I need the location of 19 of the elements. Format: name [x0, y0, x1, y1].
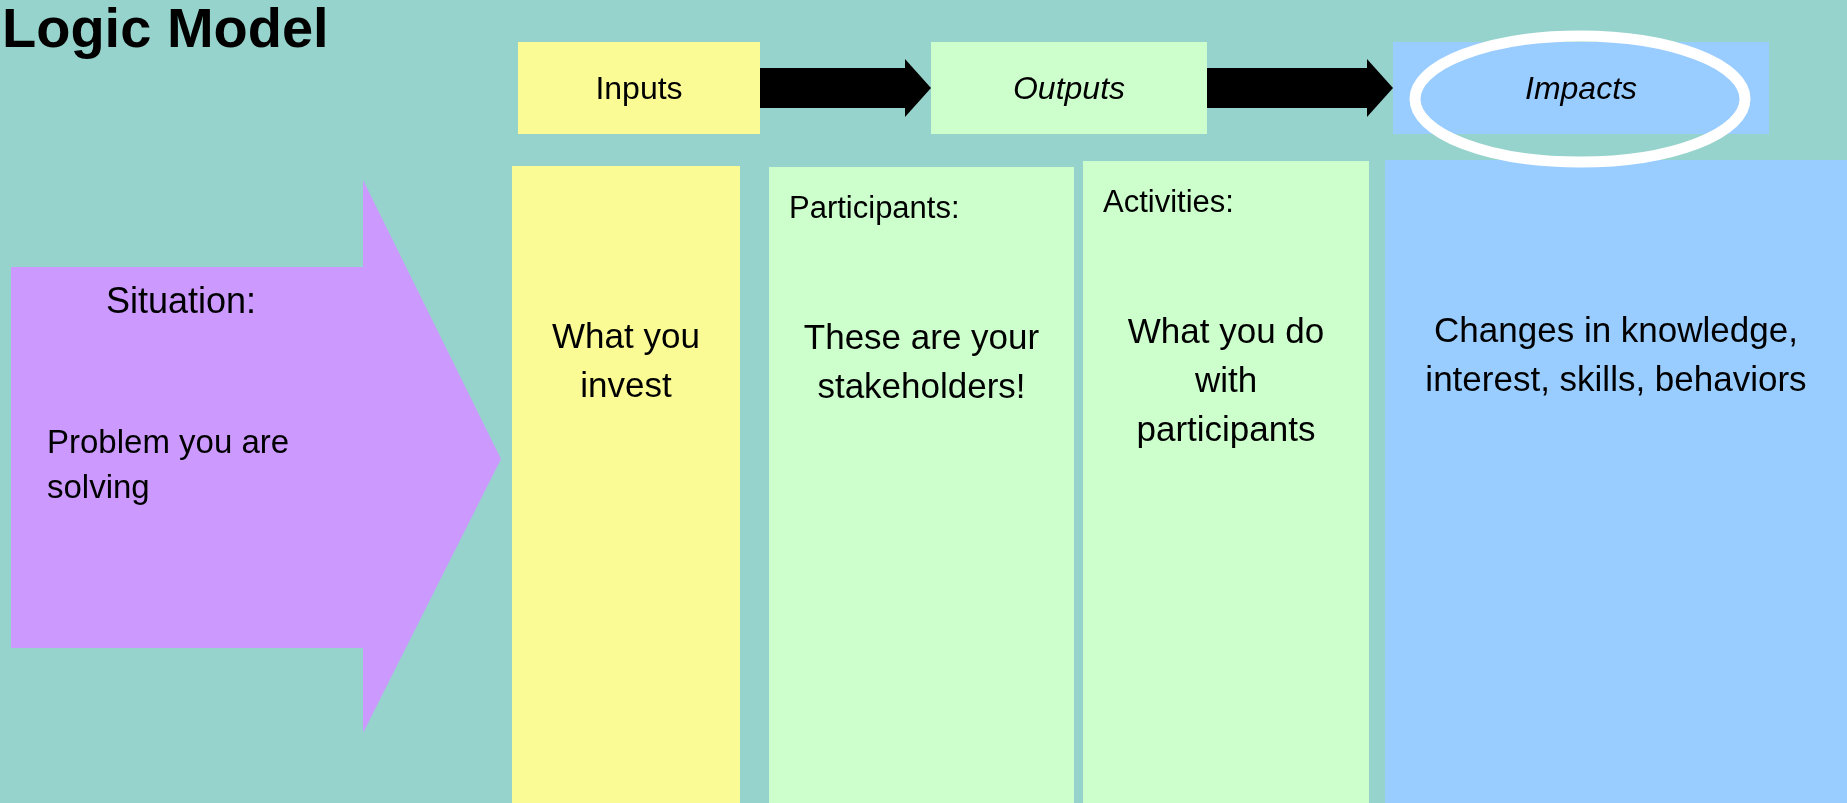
column-heading: Participants: [789, 189, 960, 227]
arrow [760, 59, 931, 117]
header-label: Impacts [1525, 69, 1637, 108]
situation-heading: Situation: [106, 279, 257, 323]
stage-column [1083, 161, 1369, 803]
header-label: Inputs [595, 69, 683, 108]
situation-description: Problem you are solving [47, 422, 291, 507]
column-heading: Activities: [1103, 183, 1234, 221]
stage-column [769, 167, 1074, 803]
column-description: These are your stakeholders! [802, 316, 1041, 407]
column-description: Changes in knowledge, interest, skills, behaviors [1425, 309, 1807, 400]
arrow [1207, 59, 1393, 117]
stage-header [931, 42, 1207, 134]
stage-column [1385, 160, 1847, 803]
column-description: What you invest [551, 315, 701, 406]
column-description: What you do with participants [1126, 310, 1326, 450]
stage-header [518, 42, 760, 134]
stage-column [512, 166, 740, 803]
header-label: Outputs [1012, 69, 1126, 108]
